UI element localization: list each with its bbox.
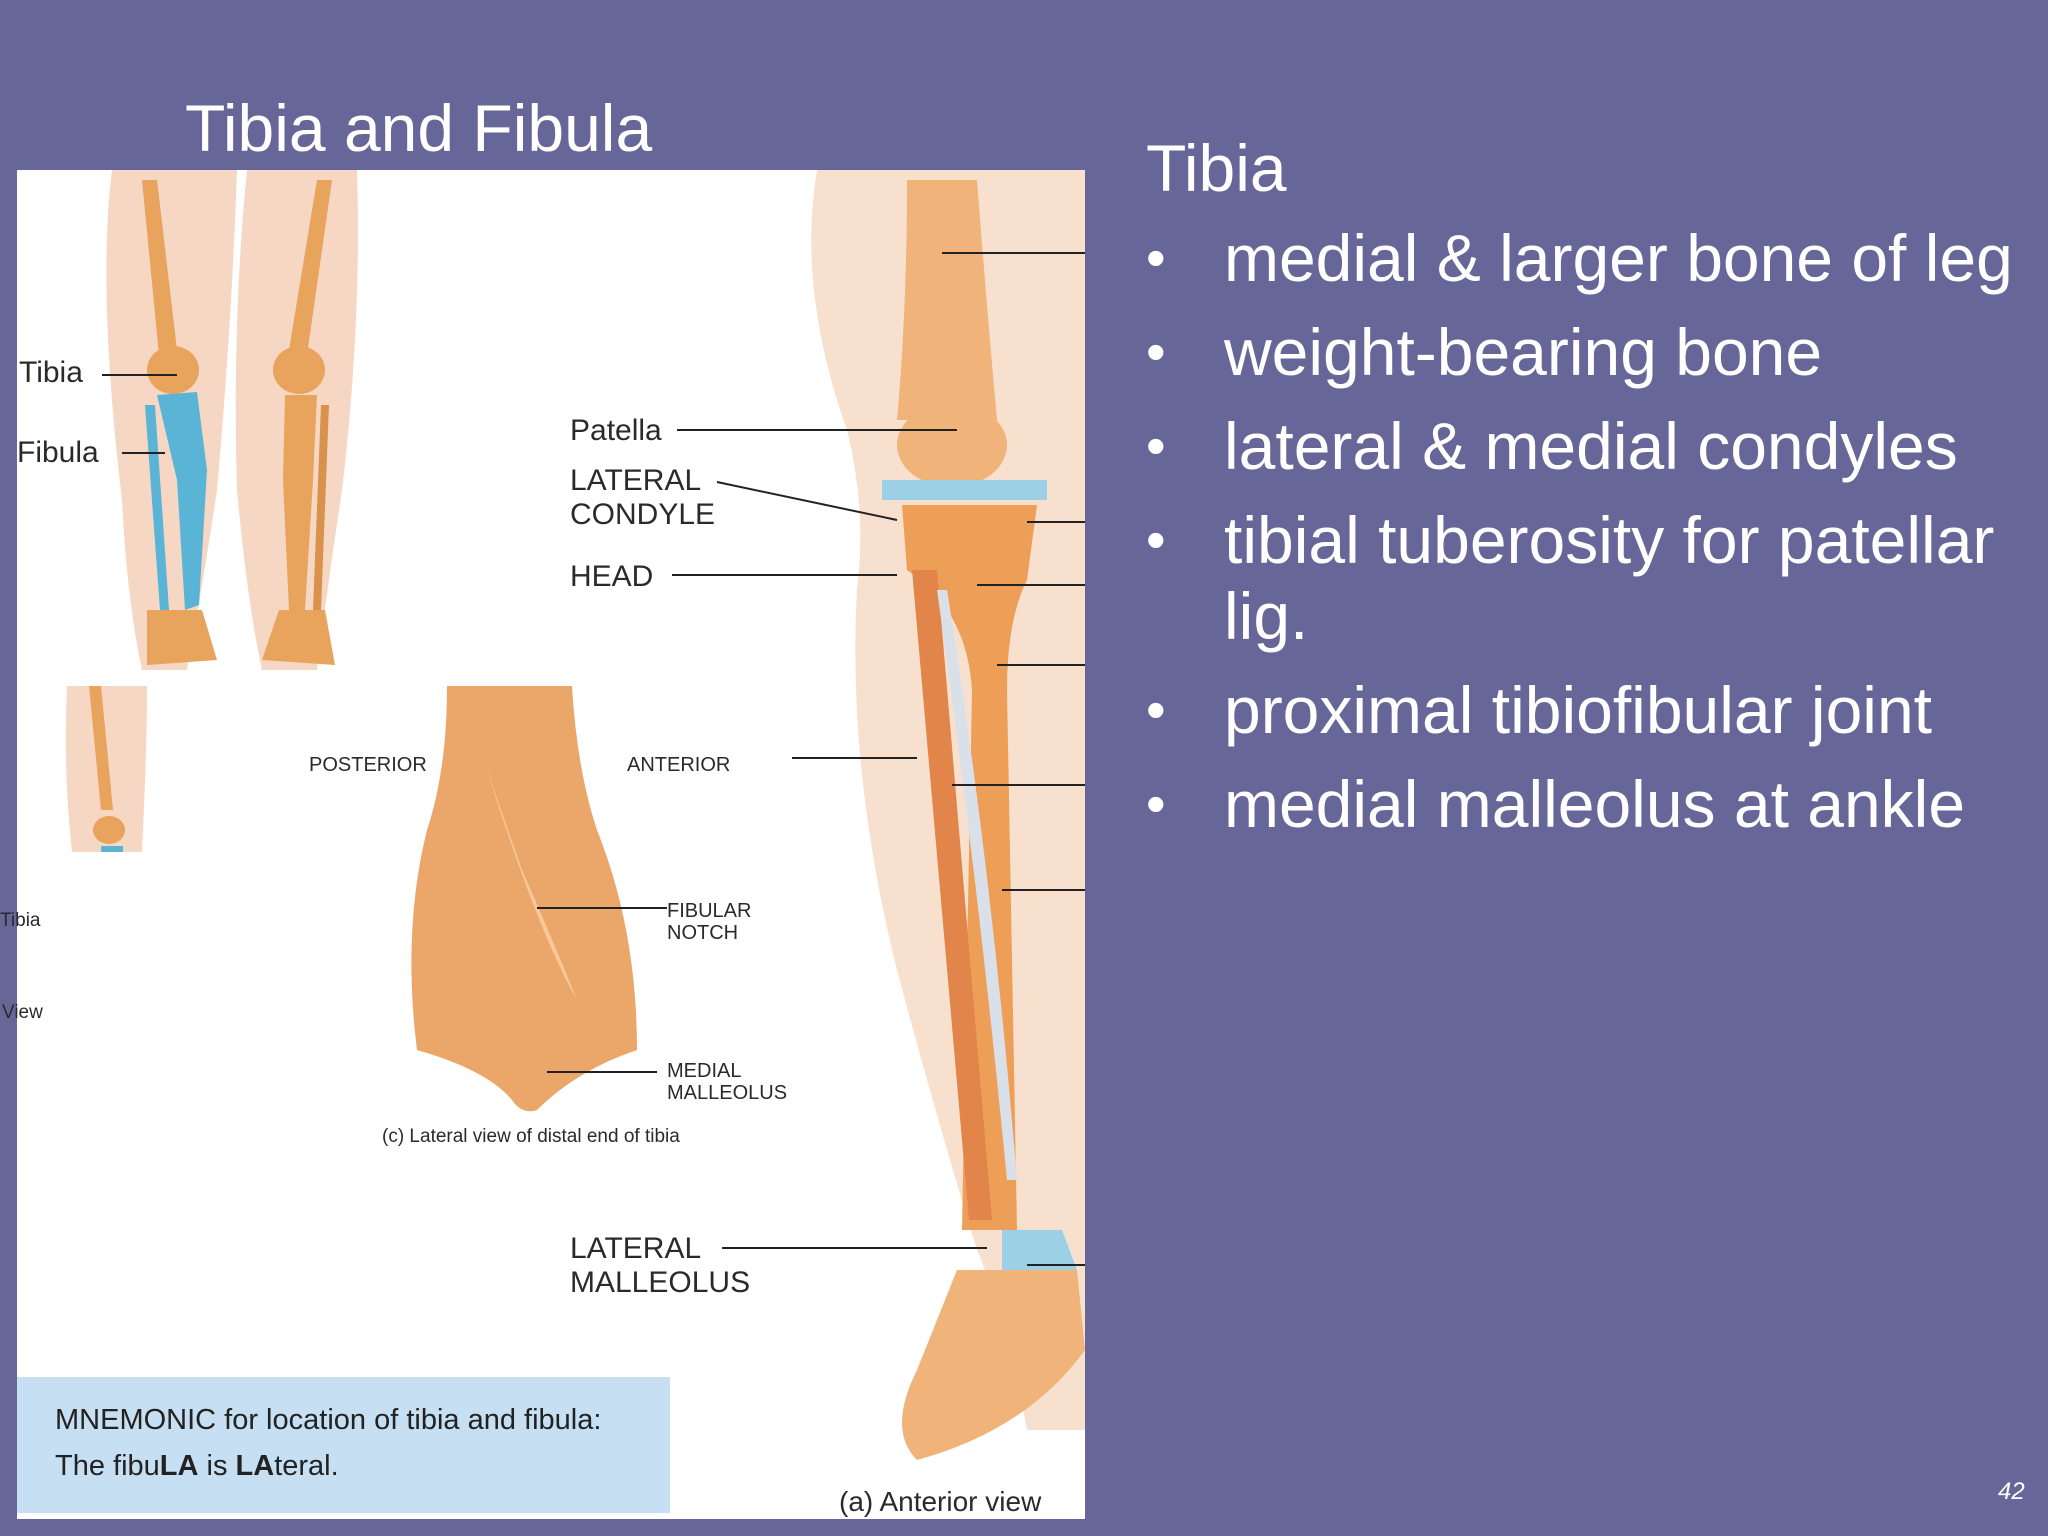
inset-label-view: View — [2, 1002, 43, 1023]
bullet-text: tibial tuberosity for patellar lig. — [1224, 503, 1995, 653]
label-medial-malleolus-1: MEDIAL — [667, 1060, 742, 1082]
bullet-dot-icon: • — [1146, 772, 1166, 835]
inset-panel — [17, 852, 167, 1320]
bullet-dot-icon: • — [1146, 508, 1166, 571]
label-head: HEAD — [570, 560, 654, 593]
label-lateral-malleolus-1: LATERAL — [570, 1232, 702, 1265]
label-fibular-notch-1: FIBULAR — [667, 900, 752, 922]
label-fibular-notch-2: NOTCH — [667, 922, 739, 944]
bullet-item: • weight-bearing bone — [1146, 314, 2026, 390]
bullet-text: weight-bearing bone — [1224, 315, 1823, 389]
label-tibia: Tibia — [19, 356, 83, 389]
bullet-item: • tibial tuberosity for patellar lig. — [1146, 502, 2026, 654]
label-medial-malleolus-2: MALLEOLUS — [667, 1082, 788, 1104]
mnemonic-mid: is — [198, 1450, 236, 1482]
bullet-item: • medial malleolus at ankle — [1146, 766, 2026, 842]
content-heading: Tibia — [1146, 131, 1287, 205]
inset-label-tibia: Tibia — [0, 910, 41, 931]
bullet-dot-icon: • — [1146, 678, 1166, 741]
bullet-dot-icon: • — [1146, 226, 1166, 289]
bullet-text: medial & larger bone of leg — [1224, 221, 2013, 295]
bullet-item: • medial & larger bone of leg — [1146, 220, 2026, 296]
bullet-text: medial malleolus at ankle — [1224, 767, 1966, 841]
label-posterior: POSTERIOR — [309, 754, 427, 776]
bullet-text: lateral & medial condyles — [1224, 409, 1958, 483]
label-lateral-malleolus-2: MALLEOLUS — [570, 1266, 751, 1299]
bullet-dot-icon: • — [1146, 414, 1166, 477]
anatomy-illustration — [57, 170, 1085, 1460]
distal-tibia — [411, 686, 637, 1112]
label-lateral-condyle-1: LATERAL — [570, 464, 702, 497]
mnemonic-bold-1: LA — [159, 1450, 199, 1482]
caption-anterior-view: (a) Anterior view — [839, 1486, 1042, 1517]
mnemonic-box: MNEMONIC for location of tibia and fibul… — [17, 1377, 670, 1513]
mnemonic-prefix: The fibu — [55, 1450, 160, 1482]
legs-silhouette — [106, 170, 358, 670]
label-anterior: ANTERIOR — [627, 754, 731, 776]
mnemonic-line-2: The fibuLA is LAteral. — [55, 1449, 339, 1483]
mnemonic-bold-2: LA — [235, 1450, 275, 1482]
label-patella: Patella — [570, 414, 662, 447]
caption-lateral-view: (c) Lateral view of distal end of tibia — [382, 1126, 680, 1147]
anatomy-figure: Tibia Fibula Patella LATERAL CONDYLE HEA… — [17, 170, 1085, 1519]
mnemonic-suffix: teral. — [274, 1450, 339, 1482]
bullet-item: • proximal tibiofibular joint — [1146, 672, 2026, 748]
bullet-item: • lateral & medial condyles — [1146, 408, 2026, 484]
mnemonic-line-1: MNEMONIC for location of tibia and fibul… — [55, 1404, 602, 1436]
bullet-text: proximal tibiofibular joint — [1224, 673, 1932, 747]
anterior-leg — [811, 170, 1085, 1460]
slide-title: Tibia and Fibula — [185, 91, 653, 165]
label-fibula: Fibula — [17, 436, 99, 469]
bullet-dot-icon: • — [1146, 320, 1166, 383]
label-lateral-condyle-2: CONDYLE — [570, 498, 716, 531]
page-number: 42 — [1998, 1478, 2025, 1505]
bullet-list: • medial & larger bone of leg • weight-bea… — [1146, 220, 2026, 860]
